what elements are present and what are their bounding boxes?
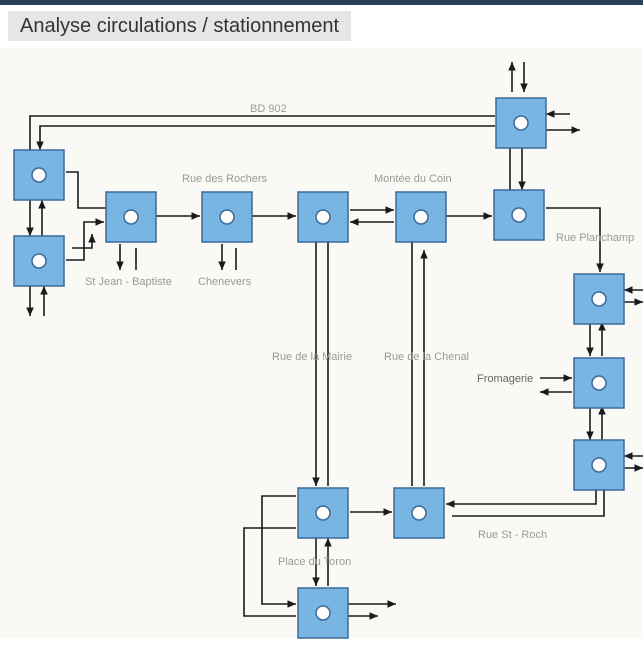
loop-left-outer — [243, 527, 296, 617]
node-rue-des-rochers-center-icon — [219, 209, 235, 225]
node-left-top — [13, 149, 65, 201]
node-rue-de-la-mairie — [297, 191, 349, 243]
node-coin-east — [493, 189, 545, 241]
node-fromagerie — [573, 357, 625, 409]
road-st-roch-lower — [452, 488, 605, 517]
node-planchamp-center-icon — [591, 291, 607, 307]
node-fromagerie-center-icon — [591, 375, 607, 391]
label-rue-st-roch: Rue St - Roch — [478, 529, 547, 541]
exit-stubs — [26, 62, 643, 472]
road-bd902-upper — [29, 115, 495, 150]
node-place-du-toron — [297, 487, 349, 539]
node-left-bottom-center-icon — [31, 253, 47, 269]
node-rue-st-roch-box — [393, 487, 445, 539]
label-rue-planchamp: Rue Planchamp — [556, 232, 634, 244]
link-left-to-stjean-3 — [72, 234, 96, 249]
node-place-du-toron-center-icon — [315, 505, 331, 521]
node-st-jean — [105, 191, 157, 243]
label-rue-des-rochers: Rue des Rochers — [182, 173, 267, 185]
label-place-du-toron: Place du Toron — [278, 556, 351, 568]
label-chenevers: Chenevers — [198, 276, 252, 288]
node-montee-du-coin — [395, 191, 447, 243]
node-planchamp — [573, 273, 625, 325]
header-bar — [0, 0, 643, 5]
node-bottom-center-icon — [315, 605, 331, 621]
node-rue-des-rochers — [201, 191, 253, 243]
label-rue-de-la-mairie: Rue de la Mairie — [272, 351, 352, 363]
node-st-jean-center-icon — [123, 209, 139, 225]
node-right-lower-center-icon — [591, 457, 607, 473]
road-planchamp — [546, 207, 604, 272]
label-rue-de-la-chenal: Rue de la Chenal — [384, 351, 469, 363]
node-left-top-center-icon — [31, 167, 47, 183]
link-left-to-stjean-2 — [66, 218, 104, 261]
node-rue-st-roch-center-icon — [411, 505, 427, 521]
loop-left-inner — [261, 495, 296, 608]
label-st-jean-baptiste: St Jean - Baptiste — [85, 276, 172, 288]
label-bd902: BD 902 — [250, 103, 287, 115]
node-montee-du-coin-center-icon — [413, 209, 429, 225]
node-place-du-toron-box — [297, 487, 349, 539]
road-bd902-lower — [36, 125, 495, 150]
node-right-lower — [573, 439, 625, 491]
label-montee-du-coin: Montée du Coin — [374, 173, 452, 185]
node-rue-st-roch — [393, 487, 445, 539]
node-left-bottom — [13, 235, 65, 287]
link-left-to-stjean-1 — [66, 171, 106, 209]
connection-lines — [26, 115, 606, 620]
intersection-nodes — [13, 97, 625, 639]
node-coin-east-center-icon — [511, 207, 527, 223]
page-title: Analyse circulations / stationnement — [8, 11, 352, 41]
node-bottom — [297, 587, 349, 639]
node-bd902-top — [495, 97, 547, 149]
road-st-roch — [446, 488, 597, 508]
node-rue-de-la-mairie-center-icon — [315, 209, 331, 225]
label-fromagerie: Fromagerie — [477, 373, 533, 385]
node-bd902-top-center-icon — [513, 115, 529, 131]
